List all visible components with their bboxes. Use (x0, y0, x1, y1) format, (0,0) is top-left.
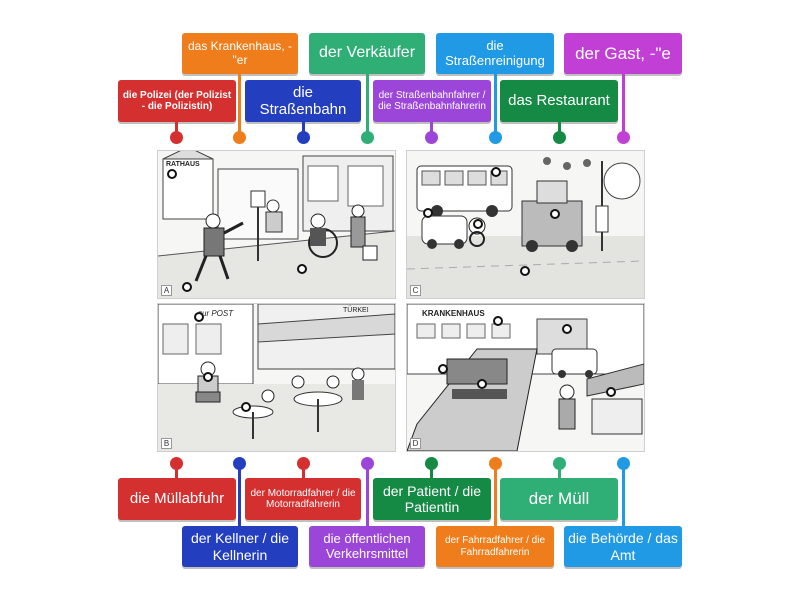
connector-strassenreinigung (494, 74, 497, 134)
connector-patient (430, 466, 433, 478)
label-muell[interactable]: der Müll (500, 478, 618, 520)
drop-target-c-5[interactable] (520, 266, 530, 276)
scene-a-drawing (158, 151, 395, 298)
drop-target-d-1[interactable] (493, 316, 503, 326)
label-behoerde[interactable]: die Behörde / das Amt (564, 526, 682, 567)
anchor-dot-krankenhaus[interactable] (233, 131, 246, 144)
label-muellabfuhr[interactable]: die Müllabfuhr (118, 478, 236, 520)
krankenhaus-sign: KRANKENHAUS (422, 309, 485, 318)
label-patient-text: der Patient / die Patientin (382, 482, 482, 515)
label-strassenreinigung[interactable]: die Straßenreinigung (436, 33, 554, 74)
label-krankenhaus-text: das Krankenhaus, -"er (187, 38, 293, 67)
label-kellner-text: der Kellner / die Kellnerin (190, 530, 290, 563)
rathaus-sign: RATHAUS (166, 161, 200, 168)
drop-target-d-3[interactable] (438, 364, 448, 374)
tuerkei-sign: TÜRKEI (343, 307, 369, 314)
label-muellabfuhr-text: die Müllabfuhr (129, 490, 225, 508)
scene-d-drawing (407, 304, 644, 451)
post-sign: zur POST (198, 309, 234, 318)
connector-strassenbahn (302, 122, 305, 134)
label-motorradfahrer-text: der Motorradfahrer / die Motorradfahreri… (250, 487, 356, 511)
anchor-dot-muellabfuhr[interactable] (170, 457, 183, 470)
anchor-dot-verkaeufer[interactable] (361, 131, 374, 144)
connector-muell (558, 466, 561, 478)
connector-kellner (238, 466, 241, 526)
scene-c-road: C (406, 150, 645, 299)
connector-restaurant (558, 122, 561, 134)
label-strassenbahn-text: die Straßenbahn (259, 83, 347, 118)
connector-polizei (175, 122, 178, 134)
connector-krankenhaus (238, 74, 241, 134)
scene-b-letter: B (161, 438, 172, 449)
label-verkaeufer-text: der Verkäufer (318, 44, 416, 62)
label-strassenreinigung-text: die Straßenreinigung (445, 37, 545, 68)
drop-target-c-4[interactable] (550, 209, 560, 219)
label-verkehrsmittel-text: die öffentlichen Verkehrsmittel (323, 530, 411, 561)
label-strassenbahnfahrer[interactable]: der Straßenbahnfahrer / die Straßenbahnf… (373, 80, 491, 122)
label-restaurant-text: das Restaurant (508, 92, 610, 110)
anchor-dot-strassenreinigung[interactable] (489, 131, 502, 144)
scene-d-letter: D (410, 438, 421, 449)
label-motorradfahrer[interactable]: der Motorradfahrer / die Motorradfahreri… (245, 478, 361, 520)
scene-a-street: RATHAUS A (157, 150, 396, 299)
drop-target-a-2[interactable] (182, 282, 192, 292)
label-verkaeufer[interactable]: der Verkäufer (309, 33, 425, 74)
scene-d-hospital: KRANKENHAUS D (406, 303, 645, 452)
scene-a-letter: A (161, 285, 172, 296)
connector-verkaeufer (366, 74, 369, 134)
illustration-grid: RATHAUS A (157, 150, 645, 452)
drop-target-b-2[interactable] (203, 372, 213, 382)
connector-motorradfahrer (302, 466, 305, 478)
anchor-dot-muell[interactable] (553, 457, 566, 470)
drop-target-c-1[interactable] (491, 167, 501, 177)
anchor-dot-strassenbahnfahrer[interactable] (425, 131, 438, 144)
drop-target-b-1[interactable] (194, 312, 204, 322)
label-muell-text: der Müll (528, 489, 590, 509)
anchor-dot-restaurant[interactable] (553, 131, 566, 144)
anchor-dot-gast[interactable] (617, 131, 630, 144)
connector-verkehrsmittel (366, 466, 369, 526)
anchor-dot-strassenbahn[interactable] (297, 131, 310, 144)
scene-b-drawing (158, 304, 395, 451)
label-strassenbahn[interactable]: die Straßenbahn (245, 80, 361, 122)
drop-target-b-3[interactable] (241, 402, 251, 412)
label-fahrradfahrer-text: der Fahrradfahrer / die Fahrradfahrerin (444, 535, 546, 558)
anchor-dot-behoerde[interactable] (617, 457, 630, 470)
anchor-dot-verkehrsmittel[interactable] (361, 457, 374, 470)
scene-c-letter: C (410, 285, 421, 296)
label-strassenbahnfahrer-text: der Straßenbahnfahrer / die Straßenbahnf… (378, 89, 486, 113)
drop-target-d-4[interactable] (477, 379, 487, 389)
label-gast-text: der Gast, -"e (575, 43, 671, 63)
connector-gast (622, 74, 625, 134)
connector-behoerde (622, 466, 625, 526)
drop-target-a-1[interactable] (167, 169, 177, 179)
drop-target-d-5[interactable] (606, 387, 616, 397)
drop-target-a-3[interactable] (297, 264, 307, 274)
label-patient[interactable]: der Patient / die Patientin (373, 478, 491, 520)
label-polizei-text: die Polizei (der Polizist - die Polizist… (122, 89, 232, 113)
anchor-dot-polizei[interactable] (170, 131, 183, 144)
label-krankenhaus[interactable]: das Krankenhaus, -"er (182, 33, 298, 74)
anchor-dot-motorradfahrer[interactable] (297, 457, 310, 470)
connector-fahrradfahrer (494, 466, 497, 526)
anchor-dot-patient[interactable] (425, 457, 438, 470)
label-restaurant[interactable]: das Restaurant (500, 80, 618, 122)
anchor-dot-fahrradfahrer[interactable] (489, 457, 502, 470)
drop-target-c-2[interactable] (423, 208, 433, 218)
scene-c-drawing (407, 151, 644, 298)
label-kellner[interactable]: der Kellner / die Kellnerin (182, 526, 298, 567)
label-polizei[interactable]: die Polizei (der Polizist - die Polizist… (118, 80, 236, 122)
label-verkehrsmittel[interactable]: die öffentlichen Verkehrsmittel (309, 526, 425, 567)
anchor-dot-kellner[interactable] (233, 457, 246, 470)
label-fahrradfahrer[interactable]: der Fahrradfahrer / die Fahrradfahrerin (436, 526, 554, 567)
connector-muellabfuhr (175, 466, 178, 478)
scene-b-cafe: zur POST TÜRKEI B (157, 303, 396, 452)
label-behoerde-text: die Behörde / das Amt (568, 530, 678, 563)
drop-target-d-2[interactable] (562, 324, 572, 334)
connector-strassenbahnfahrer (430, 122, 433, 134)
drop-target-c-3[interactable] (473, 219, 483, 229)
label-gast[interactable]: der Gast, -"e (564, 33, 682, 74)
